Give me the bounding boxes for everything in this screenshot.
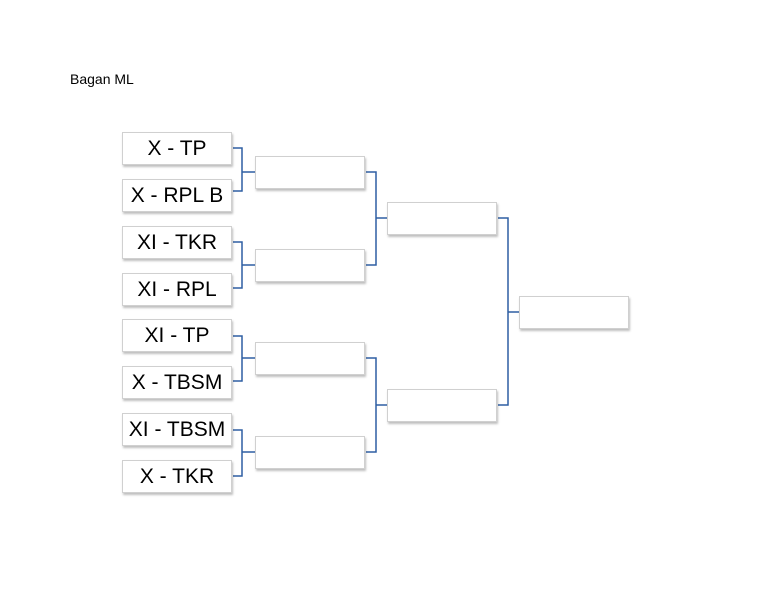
- semifinal-slot-2: [387, 389, 497, 422]
- connector-r2-match-2: [366, 357, 387, 453]
- connector-semifinal: [498, 217, 519, 406]
- team-slot-1: X - TP: [122, 132, 232, 165]
- connector-r1-match-1: [233, 147, 255, 192]
- connector-r2-match-1: [366, 171, 387, 266]
- team-slot-8: X - TKR: [122, 460, 232, 493]
- connector-r1-match-2: [233, 241, 255, 289]
- team-slot-2: X - RPL B: [122, 179, 232, 212]
- team-slot-7: XI - TBSM: [122, 413, 232, 446]
- team-slot-3: XI - TKR: [122, 226, 232, 259]
- semifinal-slot-1: [387, 202, 497, 235]
- round2-slot-2: [255, 249, 365, 282]
- team-slot-6: X - TBSM: [122, 366, 232, 399]
- round2-slot-1: [255, 156, 365, 189]
- page-title: Bagan ML: [70, 71, 134, 87]
- team-slot-5: XI - TP: [122, 319, 232, 352]
- team-slot-4: XI - RPL: [122, 273, 232, 306]
- connector-r1-match-3: [233, 335, 255, 382]
- round2-slot-3: [255, 342, 365, 375]
- final-slot: [519, 296, 629, 329]
- round2-slot-4: [255, 436, 365, 469]
- connector-r1-match-4: [233, 429, 255, 477]
